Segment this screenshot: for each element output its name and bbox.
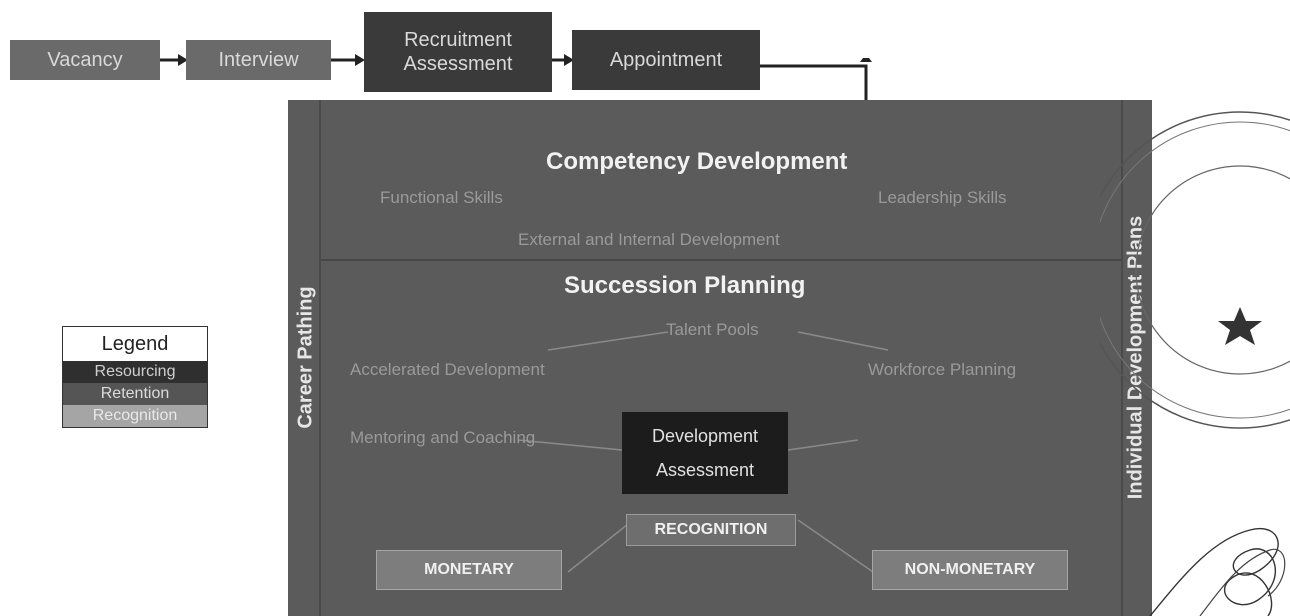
appointment-box: Appointment [572, 30, 760, 90]
recruitment-assessment-label: Recruitment Assessment [403, 29, 513, 75]
legend-retention: Retention [63, 383, 207, 405]
recognition-label: RECOGNITION [654, 521, 768, 538]
notary-stamp [1100, 111, 1290, 429]
mentoring-coaching-text: Mentoring and Coaching [350, 428, 536, 447]
non-monetary-label: NON-MONETARY [904, 561, 1036, 578]
appointment-label: Appointment [609, 49, 723, 71]
vacancy-box: Vacancy [10, 40, 160, 80]
interview-label: Interview [218, 49, 299, 71]
recruitment-assessment-box: Recruitment Assessment [364, 12, 552, 92]
legend-recognition: Recognition [63, 405, 207, 427]
monetary-label: MONETARY [424, 561, 514, 578]
talent-pools-text: Talent Pools [666, 320, 759, 339]
recognition-box: RECOGNITION [626, 514, 796, 546]
non-monetary-box: NON-MONETARY [872, 550, 1068, 590]
monetary-box: MONETARY [376, 550, 562, 590]
competency-development-heading: Competency Development [546, 148, 848, 175]
arrow-recruitment-appointment [552, 54, 574, 66]
assessment-label: Assessment [655, 460, 755, 480]
legend: Legend Resourcing Retention Recognition [62, 326, 208, 428]
development-label: Development [651, 426, 759, 446]
signature-scribble [1149, 527, 1286, 616]
workforce-planning-text: Workforce Planning [868, 360, 1017, 379]
framework-panel: Career Pathing Individual Development Pl… [288, 100, 1152, 616]
arrow-appointment-framework [760, 58, 872, 100]
functional-skills-text: Functional Skills [380, 188, 503, 207]
legend-resourcing: Resourcing [63, 361, 207, 383]
legend-title: Legend [101, 332, 169, 355]
arrow-interview-recruitment [331, 54, 365, 66]
career-pathing-label: Career Pathing [294, 286, 317, 429]
interview-box: Interview [186, 40, 331, 80]
development-assessment-box: Development Assessment [622, 412, 788, 494]
accelerated-development-text: Accelerated Development [350, 360, 545, 379]
arrow-vacancy-interview [160, 54, 188, 66]
vacancy-label: Vacancy [47, 49, 123, 71]
succession-planning-heading: Succession Planning [564, 272, 806, 299]
leadership-skills-text: Leadership Skills [878, 188, 1007, 207]
external-internal-development-text: External and Internal Development [518, 230, 780, 249]
